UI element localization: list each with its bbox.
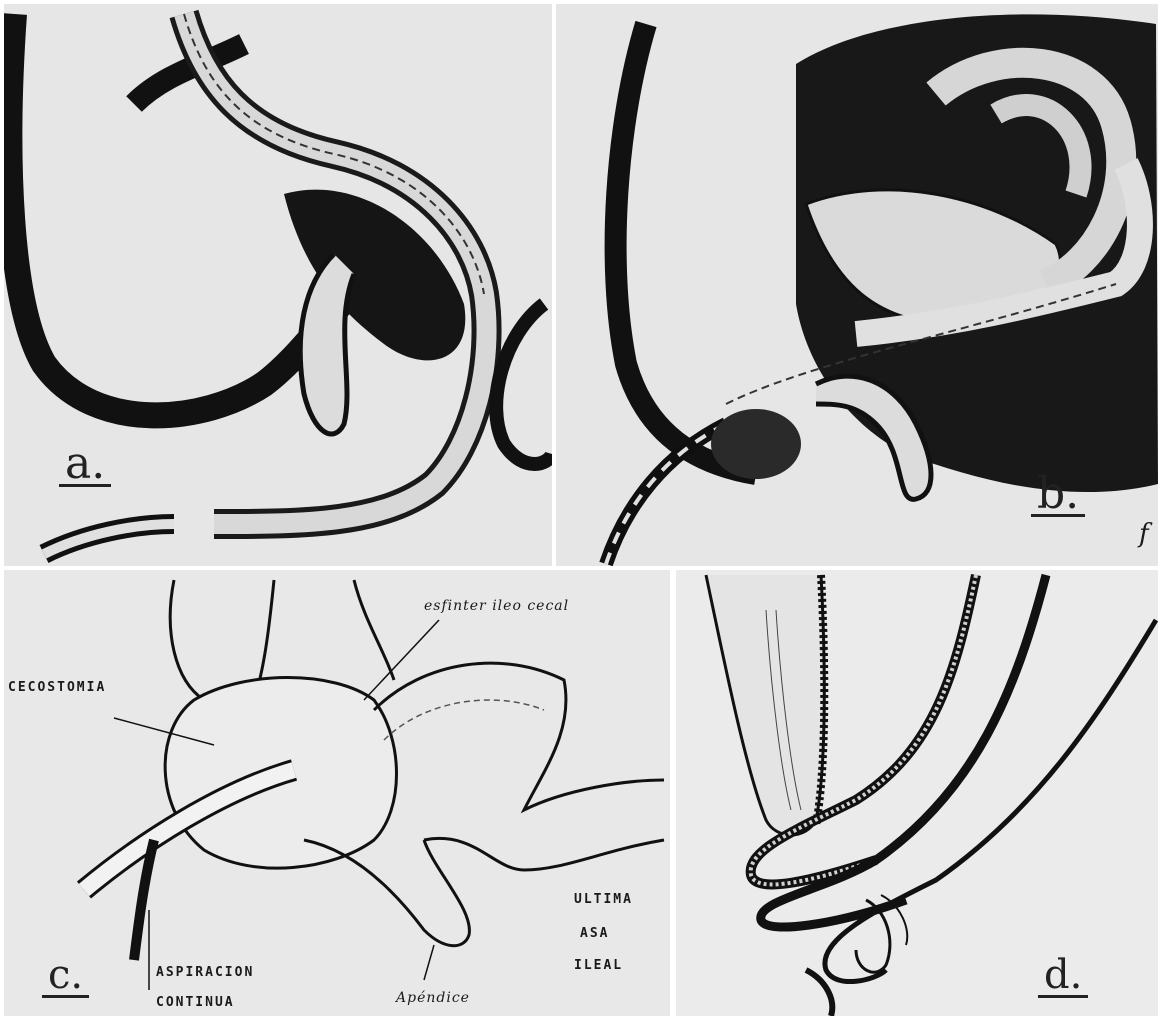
panel-c: CECOSTOMIA esfinter ileo cecal ASPIRACIO… bbox=[4, 570, 670, 1016]
annotation-ultima-3: ILEAL bbox=[574, 958, 623, 973]
annotation-cecostomia: CECOSTOMIA bbox=[8, 680, 106, 695]
annotation-esfinter: esfinter ileo cecal bbox=[424, 598, 569, 614]
annotation-aspiracion-2: CONTINUA bbox=[156, 995, 235, 1010]
panel-b-label: b. bbox=[1031, 474, 1085, 517]
panel-d-label: d. bbox=[1038, 955, 1088, 998]
panel-c-label: c. bbox=[42, 955, 89, 998]
panel-d: d. bbox=[676, 570, 1158, 1016]
panel-a: a. bbox=[4, 4, 552, 566]
panel-b: b. f bbox=[556, 4, 1158, 566]
panel-b-edge-mark: f bbox=[1139, 519, 1150, 549]
panel-d-drawing bbox=[676, 570, 1158, 1016]
annotation-aspiracion-1: ASPIRACION bbox=[156, 965, 254, 980]
annotation-apendice: Apéndice bbox=[396, 990, 470, 1006]
annotation-ultima-1: ULTIMA bbox=[574, 892, 633, 907]
panel-c-drawing bbox=[4, 570, 670, 1016]
annotation-ultima-2: ASA bbox=[580, 926, 609, 941]
panel-a-label: a. bbox=[59, 444, 111, 487]
